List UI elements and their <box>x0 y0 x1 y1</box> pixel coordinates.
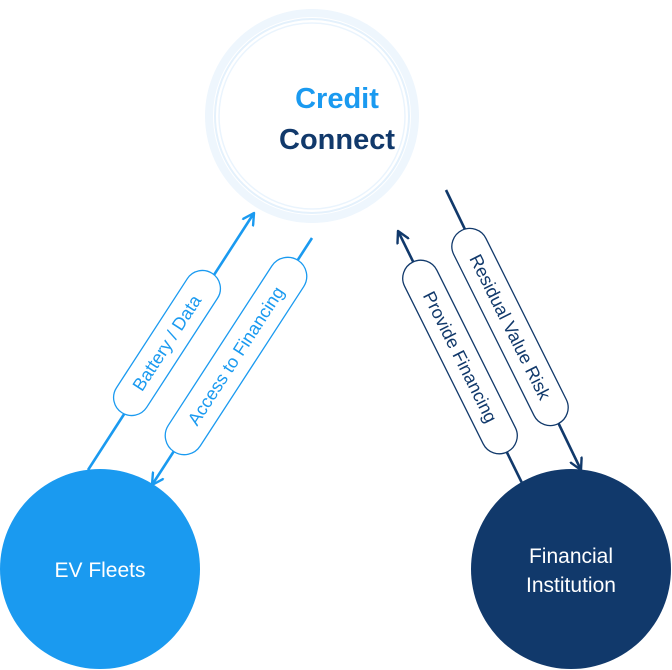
ev-fleets-label: EV Fleets <box>54 559 145 582</box>
pill-residual-value-risk <box>451 227 569 427</box>
hub-node: Credit Connect <box>205 9 419 223</box>
hub-title-line2: Connect <box>279 124 395 156</box>
pill-provide-financing <box>402 259 518 455</box>
financial-institution-label-line2: Institution <box>526 574 616 597</box>
pill-battery-data <box>112 269 222 417</box>
financial-institution-node: Financial Institution <box>471 469 671 669</box>
hub-title-line1: Credit <box>295 83 379 115</box>
ev-fleets-node: EV Fleets <box>0 469 200 669</box>
label-battery-data: Battery / Data <box>129 291 206 395</box>
pill-access-to-financing <box>164 256 308 456</box>
financial-institution-label-line1: Financial <box>529 545 613 568</box>
